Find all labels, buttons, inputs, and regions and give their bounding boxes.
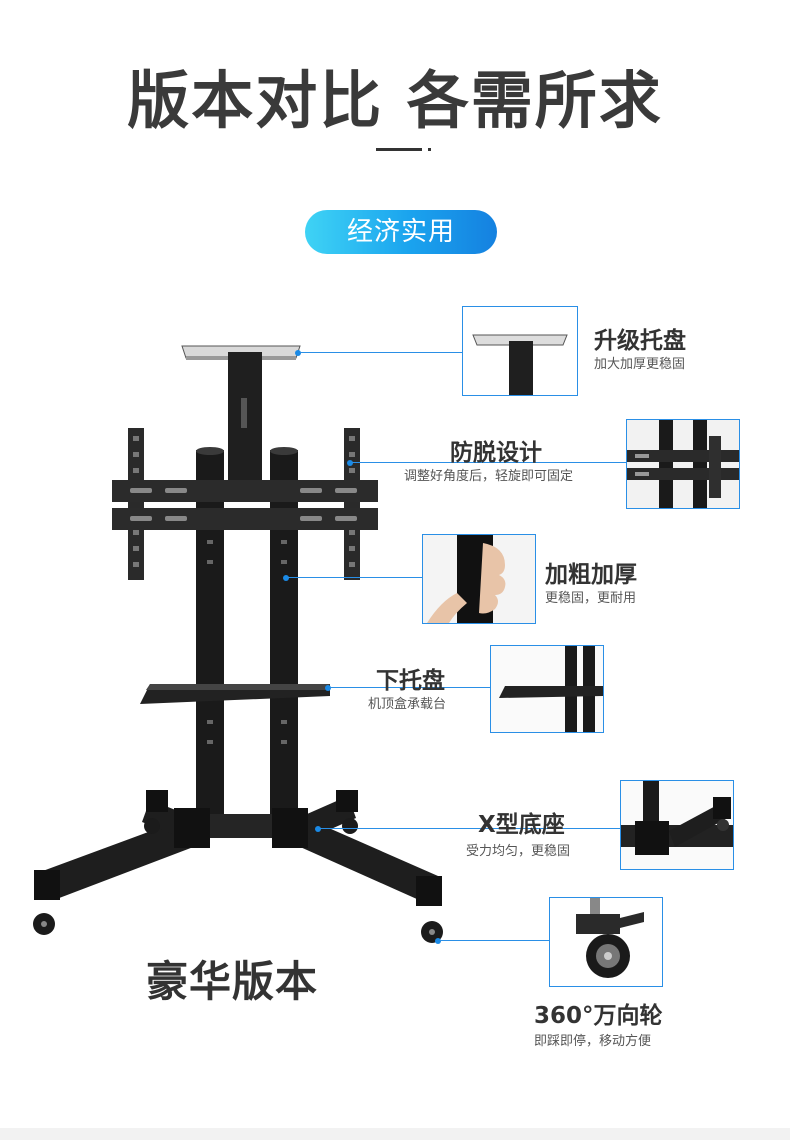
feature-title-thick-pole: 加粗加厚 — [545, 562, 637, 588]
feature-title-lower-tray: 下托盘 — [376, 668, 445, 694]
callout-line-pole — [288, 577, 423, 578]
hand-pole-thumbnail — [422, 534, 536, 624]
base-thumbnail — [620, 780, 734, 870]
mount-bracket-right — [344, 428, 360, 580]
callout-line-wheel — [440, 940, 550, 941]
feature-subtitle-anti-drop: 调整好角度后，轻旋即可固定 — [404, 469, 574, 484]
callout-dot-wheel — [435, 938, 441, 944]
feature-subtitle-thick-pole: 更稳固，更耐用 — [545, 591, 637, 606]
bracket-thumbnail — [626, 419, 740, 509]
tray-thumbnail — [462, 306, 578, 396]
feature-subtitle-x-base: 受力均匀，更稳固 — [466, 844, 571, 859]
version-label: 豪华版本 — [146, 957, 319, 1006]
pole-right — [270, 450, 298, 822]
title-divider — [376, 148, 422, 151]
feature-title-wheel: 360°万向轮 — [534, 1003, 663, 1029]
bottom-band — [0, 1128, 790, 1140]
callout-line-tray — [300, 352, 462, 353]
mount-rails — [112, 480, 378, 530]
pole-left — [196, 450, 224, 822]
feature-subtitle-wheel: 即踩即停，移动方便 — [534, 1034, 652, 1049]
feature-subtitle-lower-tray: 机顶盒承载台 — [368, 697, 447, 712]
page-title: 版本对比 各需所求 — [127, 64, 663, 137]
feature-subtitle-tray: 加大加厚更稳固 — [594, 357, 686, 372]
tv-stand-image — [0, 330, 470, 950]
x-base — [34, 790, 442, 906]
callout-dot-pole — [283, 575, 289, 581]
callout-dot-base — [315, 826, 321, 832]
callout-dot-shelf — [325, 685, 331, 691]
feature-title-anti-drop: 防脱设计 — [450, 440, 542, 466]
callout-dot-tray — [295, 350, 301, 356]
shelf-thumbnail — [490, 645, 604, 733]
lower-shelf — [140, 684, 330, 704]
category-tag: 经济实用 — [305, 210, 497, 254]
callout-line-bracket — [352, 462, 627, 463]
mount-bracket-left — [128, 428, 144, 580]
feature-title-tray: 升级托盘 — [594, 328, 686, 354]
callout-dot-bracket — [347, 460, 353, 466]
callout-line-base — [320, 828, 622, 829]
title-divider-dot — [428, 148, 431, 151]
caster-thumbnail — [549, 897, 663, 987]
callout-line-shelf — [330, 687, 492, 688]
caster-wheels — [33, 818, 443, 943]
feature-title-x-base: X型底座 — [478, 812, 565, 838]
